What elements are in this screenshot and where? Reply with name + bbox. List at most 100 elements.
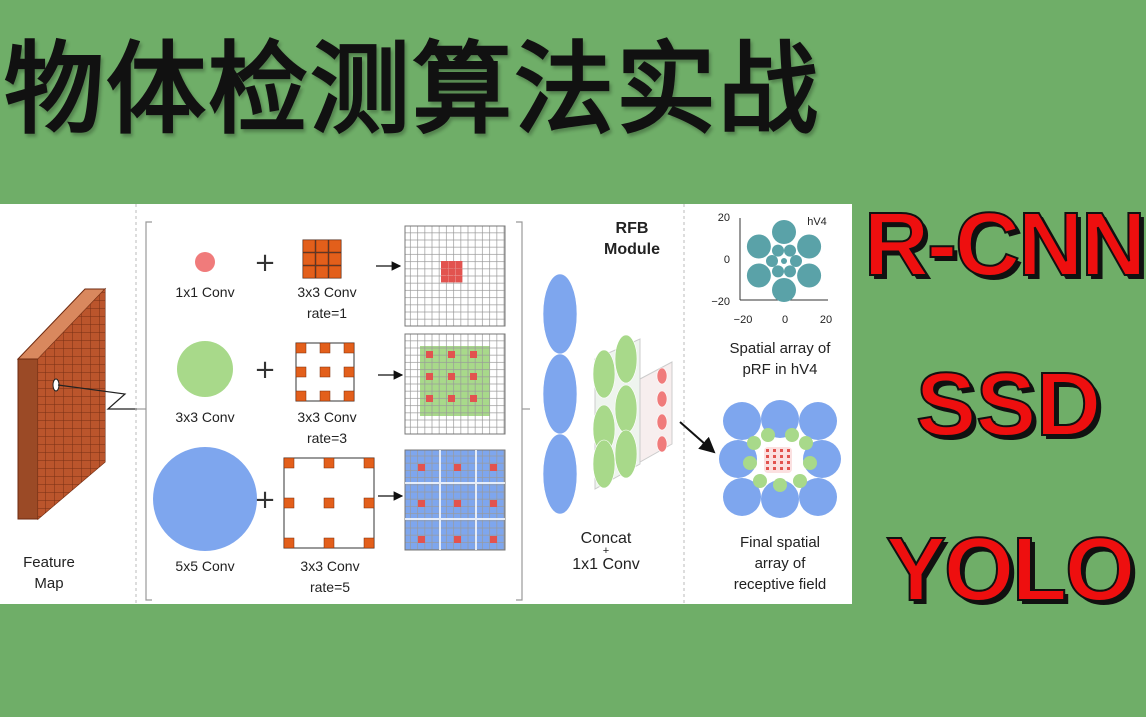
kernel-circle-1x1 <box>195 252 215 272</box>
rfb-red-branch <box>656 390 668 408</box>
plus-sign: + <box>254 485 276 515</box>
branch1-kernel-label: 1x1 Conv <box>175 284 235 300</box>
kernel-cell <box>315 252 329 266</box>
final-green-field <box>743 456 757 470</box>
kernel-cell <box>302 239 316 253</box>
output-grid-rate1 <box>404 225 506 327</box>
sample-point <box>490 536 497 543</box>
final-green-field <box>747 436 761 450</box>
final-red-point <box>787 467 790 470</box>
rfb-green-branch <box>592 349 616 399</box>
kernel-cell <box>295 342 307 354</box>
sample-point <box>448 261 456 268</box>
prf-inner <box>784 265 796 278</box>
rfb-diagram-graphics: +++ <box>16 204 841 604</box>
prf-center <box>781 258 787 264</box>
rfb-green-branch <box>614 334 638 384</box>
kernel-cell <box>302 265 316 279</box>
final-blue-field <box>723 402 761 440</box>
final-red-point <box>773 449 776 452</box>
kernel-cell <box>315 265 329 279</box>
algo-ssd: SSD <box>915 355 1102 455</box>
right-bracket <box>516 221 523 601</box>
final-red-point <box>773 455 776 458</box>
sample-point <box>470 351 477 358</box>
rfb-red-branch <box>656 413 668 431</box>
sample-point <box>454 536 461 543</box>
kernel-cell <box>283 537 295 549</box>
final-green-field <box>773 478 787 492</box>
final-green-field <box>761 428 775 442</box>
sample-point <box>470 395 477 402</box>
kernel-cell <box>328 252 342 266</box>
dilated-kernel-rate1 <box>302 239 342 279</box>
output-grid-rate5 <box>404 449 506 551</box>
page-title: 物体检测算法实战 <box>4 31 820 148</box>
rfb-green-branch <box>592 439 616 489</box>
sample-point <box>470 373 477 380</box>
hv4-xtick-left: −20 <box>733 314 753 326</box>
kernel-cell <box>363 457 375 469</box>
final-blue-field <box>799 402 837 440</box>
hv4-ytick-bottom: −20 <box>711 296 730 308</box>
sample-point <box>448 373 455 380</box>
rfb-green-branch <box>614 384 638 434</box>
rfb-output-arrow <box>679 421 716 454</box>
prf-inner <box>772 244 784 257</box>
final-blue-field <box>723 478 761 516</box>
final-blue-field <box>761 480 799 518</box>
branch3-kernel-label: 5x5 Conv <box>175 558 235 574</box>
hv4-ytick-mid: 0 <box>723 254 730 266</box>
kernel-cell <box>343 390 355 402</box>
sample-point <box>455 268 463 276</box>
final-red-point <box>780 455 783 458</box>
final-red-point <box>766 449 769 452</box>
kernel-cell <box>343 342 355 354</box>
prf-outer <box>797 263 822 288</box>
rfb-blue-branch <box>542 353 578 435</box>
output-grid <box>404 333 506 435</box>
concat-label: Concat + 1x1 Conv <box>572 530 640 573</box>
final-red-point <box>780 467 783 470</box>
sample-point <box>454 464 461 471</box>
plus-sign: + <box>254 355 276 385</box>
sample-point <box>454 500 461 507</box>
kernel-cell <box>343 366 355 378</box>
hv4-label: hV4 <box>807 216 827 228</box>
sample-point <box>426 395 433 402</box>
kernel-cell <box>295 366 307 378</box>
final-red-point <box>787 455 790 458</box>
hv4-xtick-right: 20 <box>819 314 833 326</box>
rfb-blue-branch <box>542 273 578 355</box>
hv4-xtick-mid: 0 <box>781 314 789 326</box>
kernel-circle-5x5 <box>153 447 257 551</box>
kernel-cell <box>323 537 335 549</box>
final-red-point <box>787 461 790 464</box>
final-red-point <box>766 461 769 464</box>
sample-point <box>418 500 425 507</box>
kernel-cell <box>363 537 375 549</box>
kernel-circle-3x3 <box>177 341 233 397</box>
kernel-cell <box>302 252 316 266</box>
rfb-red-branch <box>656 435 668 453</box>
feature-map-block <box>16 287 137 521</box>
kernel-cell <box>328 239 342 253</box>
rfb-blue-branch <box>542 433 578 515</box>
prf-outer <box>772 220 796 244</box>
final-blue-field <box>799 478 837 516</box>
final-red-point <box>787 449 790 452</box>
prf-outer <box>772 278 796 302</box>
sample-point <box>448 268 456 276</box>
kernel-cell <box>323 457 335 469</box>
sample-point <box>441 275 448 283</box>
prf-inner <box>784 244 796 257</box>
dilated-kernel-rate5 <box>283 457 375 549</box>
rfb-green-branch <box>614 429 638 479</box>
prf-inner <box>766 255 778 267</box>
final-red-point <box>773 467 776 470</box>
final-red-point <box>780 461 783 464</box>
